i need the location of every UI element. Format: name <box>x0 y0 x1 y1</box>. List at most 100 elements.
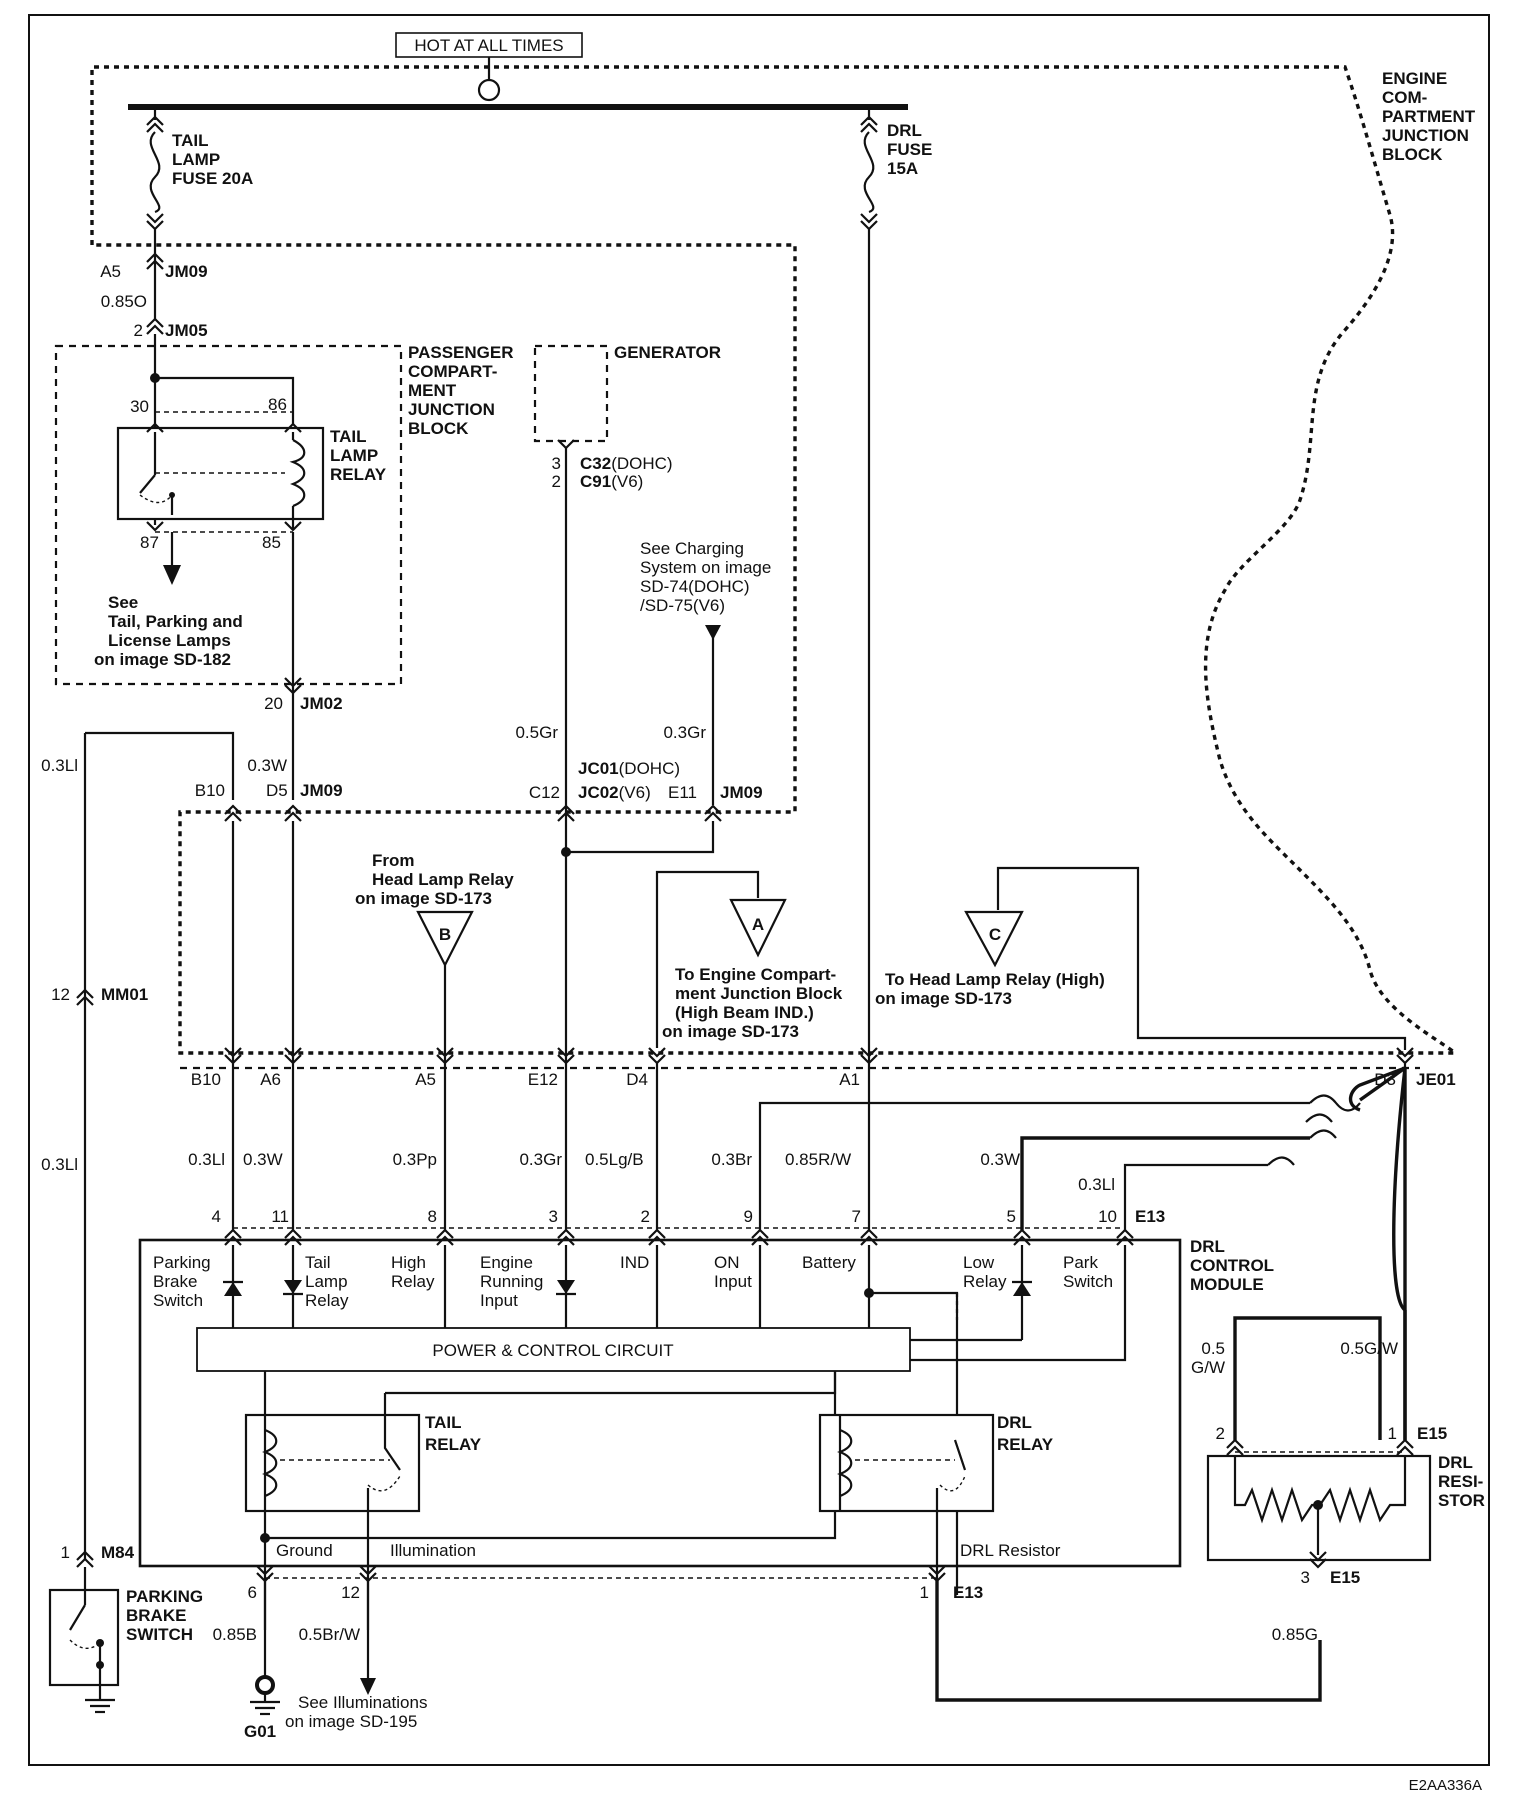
svg-text:RELAY: RELAY <box>425 1435 482 1454</box>
svg-text:Switch: Switch <box>1063 1272 1113 1291</box>
svg-text:2: 2 <box>1216 1424 1225 1443</box>
tail-lamp-fuse: TAIL LAMP FUSE 20A <box>146 107 253 240</box>
svg-text:0.5G/W: 0.5G/W <box>1340 1339 1398 1358</box>
svg-text:E13: E13 <box>1135 1207 1165 1226</box>
svg-text:See Illuminations: See Illuminations <box>298 1693 427 1712</box>
generator-box <box>533 344 609 443</box>
svg-text:DRL: DRL <box>887 121 922 140</box>
svg-text:STOR: STOR <box>1438 1491 1485 1510</box>
svg-text:9: 9 <box>744 1207 753 1226</box>
svg-text:To Head Lamp Relay (High): To Head Lamp Relay (High) <box>885 970 1105 989</box>
svg-text:POWER & CONTROL CIRCUIT: POWER & CONTROL CIRCUIT <box>432 1341 673 1360</box>
svg-text:A5: A5 <box>415 1070 436 1089</box>
svg-text:LAMP: LAMP <box>330 446 378 465</box>
svg-text:/SD-75(V6): /SD-75(V6) <box>640 596 725 615</box>
svg-text:To Engine Compart-: To Engine Compart- <box>675 965 836 984</box>
svg-text:JM09: JM09 <box>720 783 763 802</box>
svg-text:License Lamps: License Lamps <box>108 631 231 650</box>
parking-brake-switch <box>48 1567 120 1714</box>
svg-text:Input: Input <box>714 1272 752 1291</box>
svg-text:LAMP: LAMP <box>172 150 220 169</box>
svg-text:B: B <box>439 925 451 944</box>
svg-text:B10: B10 <box>195 781 225 800</box>
svg-text:Head Lamp Relay: Head Lamp Relay <box>372 870 514 889</box>
svg-text:0.85G: 0.85G <box>1272 1625 1318 1644</box>
lower-connector-row <box>224 1047 1414 1065</box>
engine-junction-block-outline <box>90 65 1460 1055</box>
svg-text:0.3Pp: 0.3Pp <box>393 1150 437 1169</box>
svg-text:G/W: G/W <box>1191 1358 1225 1377</box>
svg-text:Tail, Parking and: Tail, Parking and <box>108 612 243 631</box>
svg-text:86: 86 <box>268 395 287 414</box>
svg-text:TAIL: TAIL <box>172 131 209 150</box>
drl-resistor <box>1206 1438 1432 1569</box>
svg-text:SD-74(DOHC): SD-74(DOHC) <box>640 577 750 596</box>
svg-text:JM05: JM05 <box>165 321 208 340</box>
svg-text:DRL: DRL <box>1190 1237 1225 1256</box>
svg-text:COM-: COM- <box>1382 88 1427 107</box>
svg-text:See: See <box>108 593 138 612</box>
svg-text:D4: D4 <box>626 1070 648 1089</box>
svg-text:Lamp: Lamp <box>305 1272 348 1291</box>
svg-text:ON: ON <box>714 1253 740 1272</box>
svg-text:Relay: Relay <box>963 1272 1007 1291</box>
svg-text:12: 12 <box>51 985 70 1004</box>
svg-text:GENERATOR: GENERATOR <box>614 343 721 362</box>
svg-text:4: 4 <box>212 1207 221 1226</box>
svg-text:0.3W: 0.3W <box>247 756 287 775</box>
svg-text:3: 3 <box>549 1207 558 1226</box>
svg-text:12: 12 <box>341 1583 360 1602</box>
svg-text:A1: A1 <box>839 1070 860 1089</box>
svg-text:MM01: MM01 <box>101 985 148 1004</box>
svg-text:2: 2 <box>552 472 561 491</box>
svg-text:E12: E12 <box>528 1070 558 1089</box>
diagram-frame <box>28 14 1490 1766</box>
ground-g01 <box>255 1675 275 1695</box>
svg-text:C32(DOHC): C32(DOHC) <box>580 454 673 473</box>
svg-text:E13: E13 <box>953 1583 983 1602</box>
svg-text:1: 1 <box>920 1583 929 1602</box>
svg-text:E15: E15 <box>1330 1568 1360 1587</box>
svg-text:0.5Br/W: 0.5Br/W <box>299 1625 360 1644</box>
svg-text:C91(V6): C91(V6) <box>580 472 643 491</box>
svg-text:ment Junction Block: ment Junction Block <box>675 984 843 1003</box>
svg-text:PARKING: PARKING <box>126 1587 203 1606</box>
svg-text:15A: 15A <box>887 159 918 178</box>
svg-text:on image SD-173: on image SD-173 <box>355 889 492 908</box>
svg-text:2: 2 <box>134 321 143 340</box>
svg-text:20: 20 <box>264 694 283 713</box>
svg-text:IND: IND <box>620 1253 649 1272</box>
svg-text:G01: G01 <box>244 1722 276 1741</box>
svg-text:85: 85 <box>262 533 281 552</box>
svg-text:JC01(DOHC): JC01(DOHC) <box>578 759 680 778</box>
svg-text:D5: D5 <box>266 781 288 800</box>
svg-text:Park: Park <box>1063 1253 1098 1272</box>
svg-text:High: High <box>391 1253 426 1272</box>
svg-text:1: 1 <box>1388 1424 1397 1443</box>
svg-text:6: 6 <box>248 1583 257 1602</box>
drl-relay-internal: DRL RELAY <box>818 1413 1054 1630</box>
power-control-circuit <box>196 1327 911 1372</box>
svg-text:3: 3 <box>1301 1568 1310 1587</box>
svg-text:0.3Ll: 0.3Ll <box>1078 1175 1115 1194</box>
ref-a-triangle <box>729 898 787 958</box>
svg-text:0.3W: 0.3W <box>243 1150 283 1169</box>
svg-text:ENGINE: ENGINE <box>1382 69 1447 88</box>
svg-text:0.85B: 0.85B <box>213 1625 257 1644</box>
svg-text:0.3Ll: 0.3Ll <box>188 1150 225 1169</box>
svg-text:E15: E15 <box>1417 1424 1447 1443</box>
hot-label: HOT AT ALL TIMES <box>414 36 563 55</box>
svg-text:0.3Ll: 0.3Ll <box>41 1155 78 1174</box>
svg-text:Relay: Relay <box>305 1291 349 1310</box>
svg-text:DRL: DRL <box>1438 1453 1473 1472</box>
svg-text:Battery: Battery <box>802 1253 856 1272</box>
svg-text:Ground: Ground <box>276 1541 333 1560</box>
svg-text:1: 1 <box>61 1543 70 1562</box>
drl-fuse: DRL FUSE 15A <box>860 107 932 231</box>
svg-text:0.5Lg/B: 0.5Lg/B <box>585 1150 644 1169</box>
figure-id: E2AA336A <box>1409 1777 1482 1794</box>
svg-text:2: 2 <box>641 1207 650 1226</box>
svg-text:SWITCH: SWITCH <box>126 1625 193 1644</box>
svg-text:COMPART-: COMPART- <box>408 362 497 381</box>
svg-text:Parking: Parking <box>153 1253 211 1272</box>
